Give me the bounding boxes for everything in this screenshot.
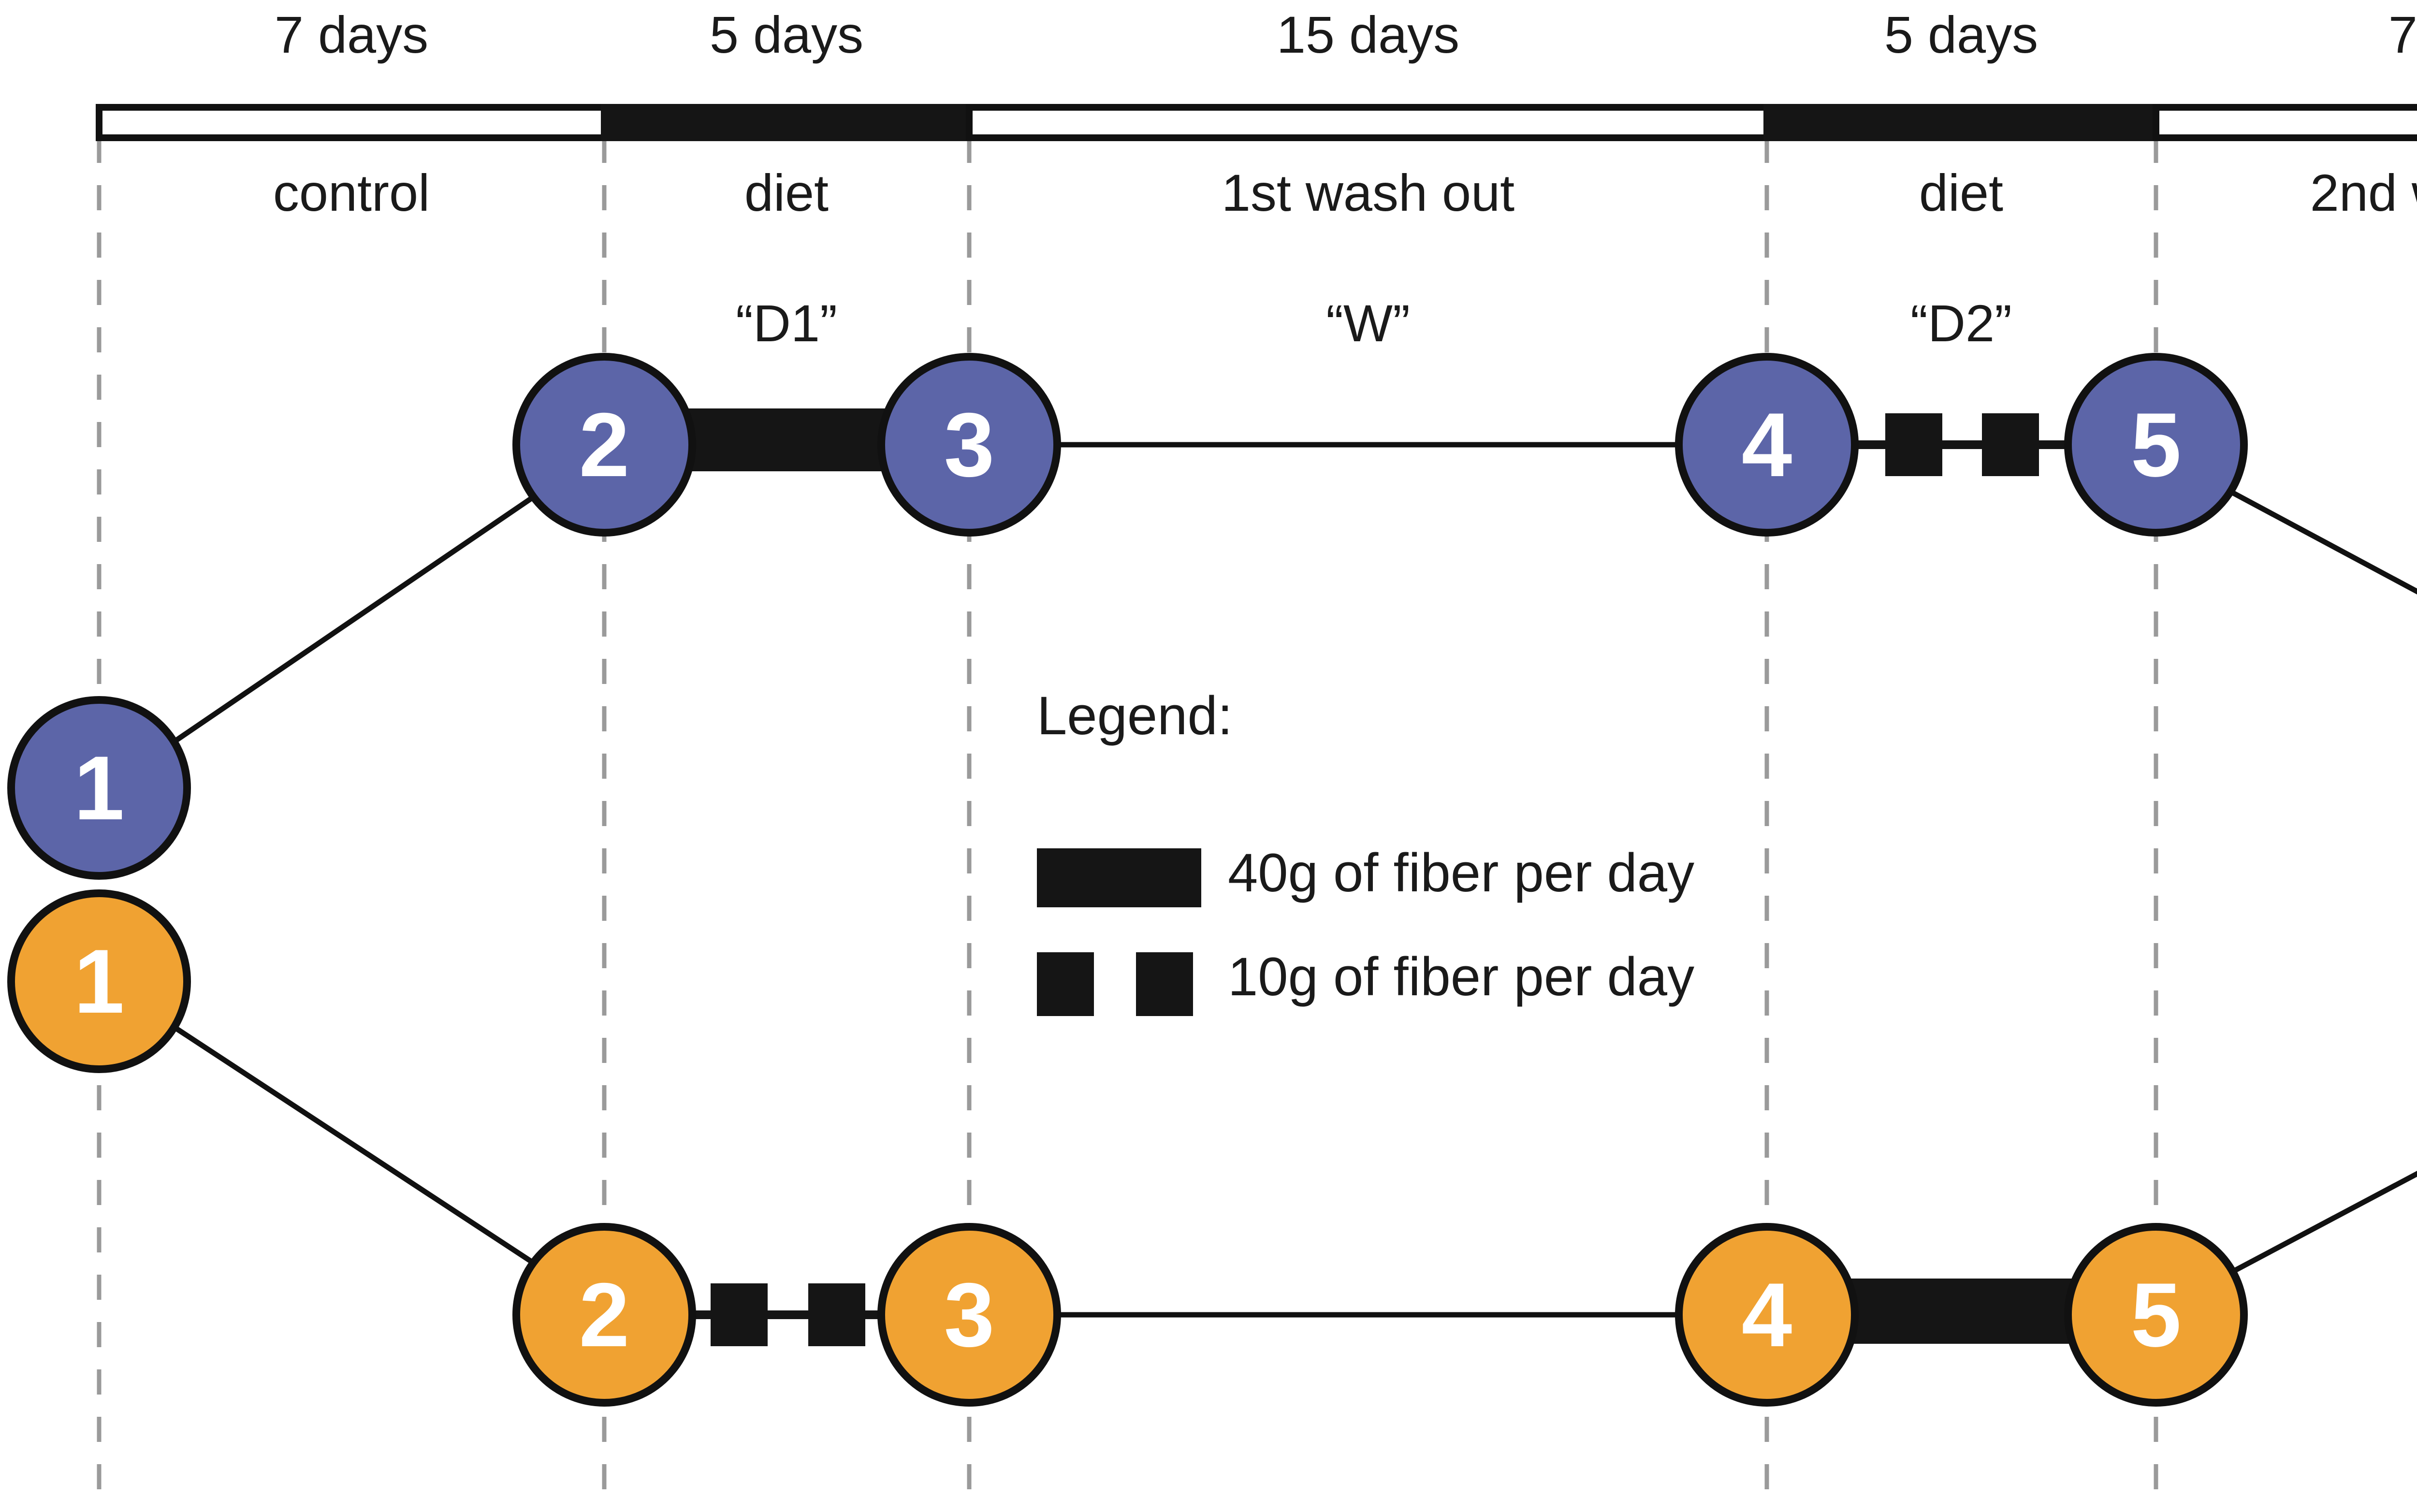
node-b5-label: 5 [2130,1264,2182,1366]
timeline-segment-washout-1 [966,104,1770,141]
duration-label-4: 5 days [1884,5,2038,64]
link-a5-a6 [2232,491,2417,595]
legend-entry-10g: 10g of fiber per day [1228,946,1695,1007]
arm-a-nodes [7,353,2248,880]
link-a4-a5-dash-1 [1885,413,1942,476]
arm-b-nodes [7,889,2248,1407]
timeline-segment-diet-2 [1763,104,2159,141]
node-b3 [877,1223,1061,1407]
node-a5 [2064,353,2248,537]
node-a2-label: 2 [579,394,630,495]
phase-label-washout-2: 2nd wash out [2310,163,2417,222]
timeline-segment-control [96,104,608,141]
node-b4-label: 4 [1741,1264,1792,1366]
node-b4 [1675,1223,1859,1407]
phase-code-w: “W” [1326,294,1410,352]
duration-label-5: 7 days [2388,5,2417,64]
arm-b-connectors [158,1015,2417,1346]
node-a5-label: 5 [2130,394,2182,495]
legend-swatch-dash-2 [1136,952,1193,1016]
node-b2 [512,1223,696,1407]
duration-label-3: 15 days [1276,5,1460,64]
phase-label-diet-1: diet [744,163,829,222]
node-b1-label: 1 [73,930,125,1032]
link-b4-b5-solid [1849,1279,2074,1344]
link-a1-a2 [158,486,548,754]
node-a2 [512,353,696,537]
phase-label-control: control [273,163,430,222]
node-b3-label: 3 [944,1264,995,1366]
phase-label-washout-1: 1st wash out [1221,163,1515,222]
timeline-segment-washout-2 [2153,104,2417,141]
node-a1 [7,696,191,880]
link-a4-a5-dash-2 [1982,413,2039,476]
node-a4 [1675,353,1859,537]
duration-label-2: 5 days [709,5,864,64]
timeline-bar [96,104,2417,141]
timeline-segment-diet-1 [601,104,973,141]
node-a3-label: 3 [944,394,995,495]
link-b1-b2 [158,1015,548,1274]
legend-swatch-solid [1037,848,1201,907]
link-b5-b6 [2232,1171,2417,1274]
duration-label-1: 7 days [274,5,429,64]
node-a4-label: 4 [1741,394,1792,495]
phase-code-d1: “D1” [736,294,837,352]
link-a2-a3-solid [684,408,892,471]
link-b2-b3-dash-1 [711,1283,768,1346]
legend-entry-40g: 40g of fiber per day [1228,843,1695,903]
legend-swatch-dash-1 [1037,952,1094,1016]
node-a3 [877,353,1061,537]
node-b1 [7,889,191,1073]
node-b5 [2064,1223,2248,1407]
legend-swatches [1037,848,1201,1016]
legend-title: Legend: [1037,685,1233,746]
phase-label-diet-2: diet [1919,163,2004,222]
arm-a-connectors [158,408,2417,754]
node-b2-label: 2 [579,1264,630,1366]
phase-code-d2: “D2” [1910,294,2012,352]
node-a1-label: 1 [73,737,125,839]
link-b2-b3-dash-2 [808,1283,865,1346]
